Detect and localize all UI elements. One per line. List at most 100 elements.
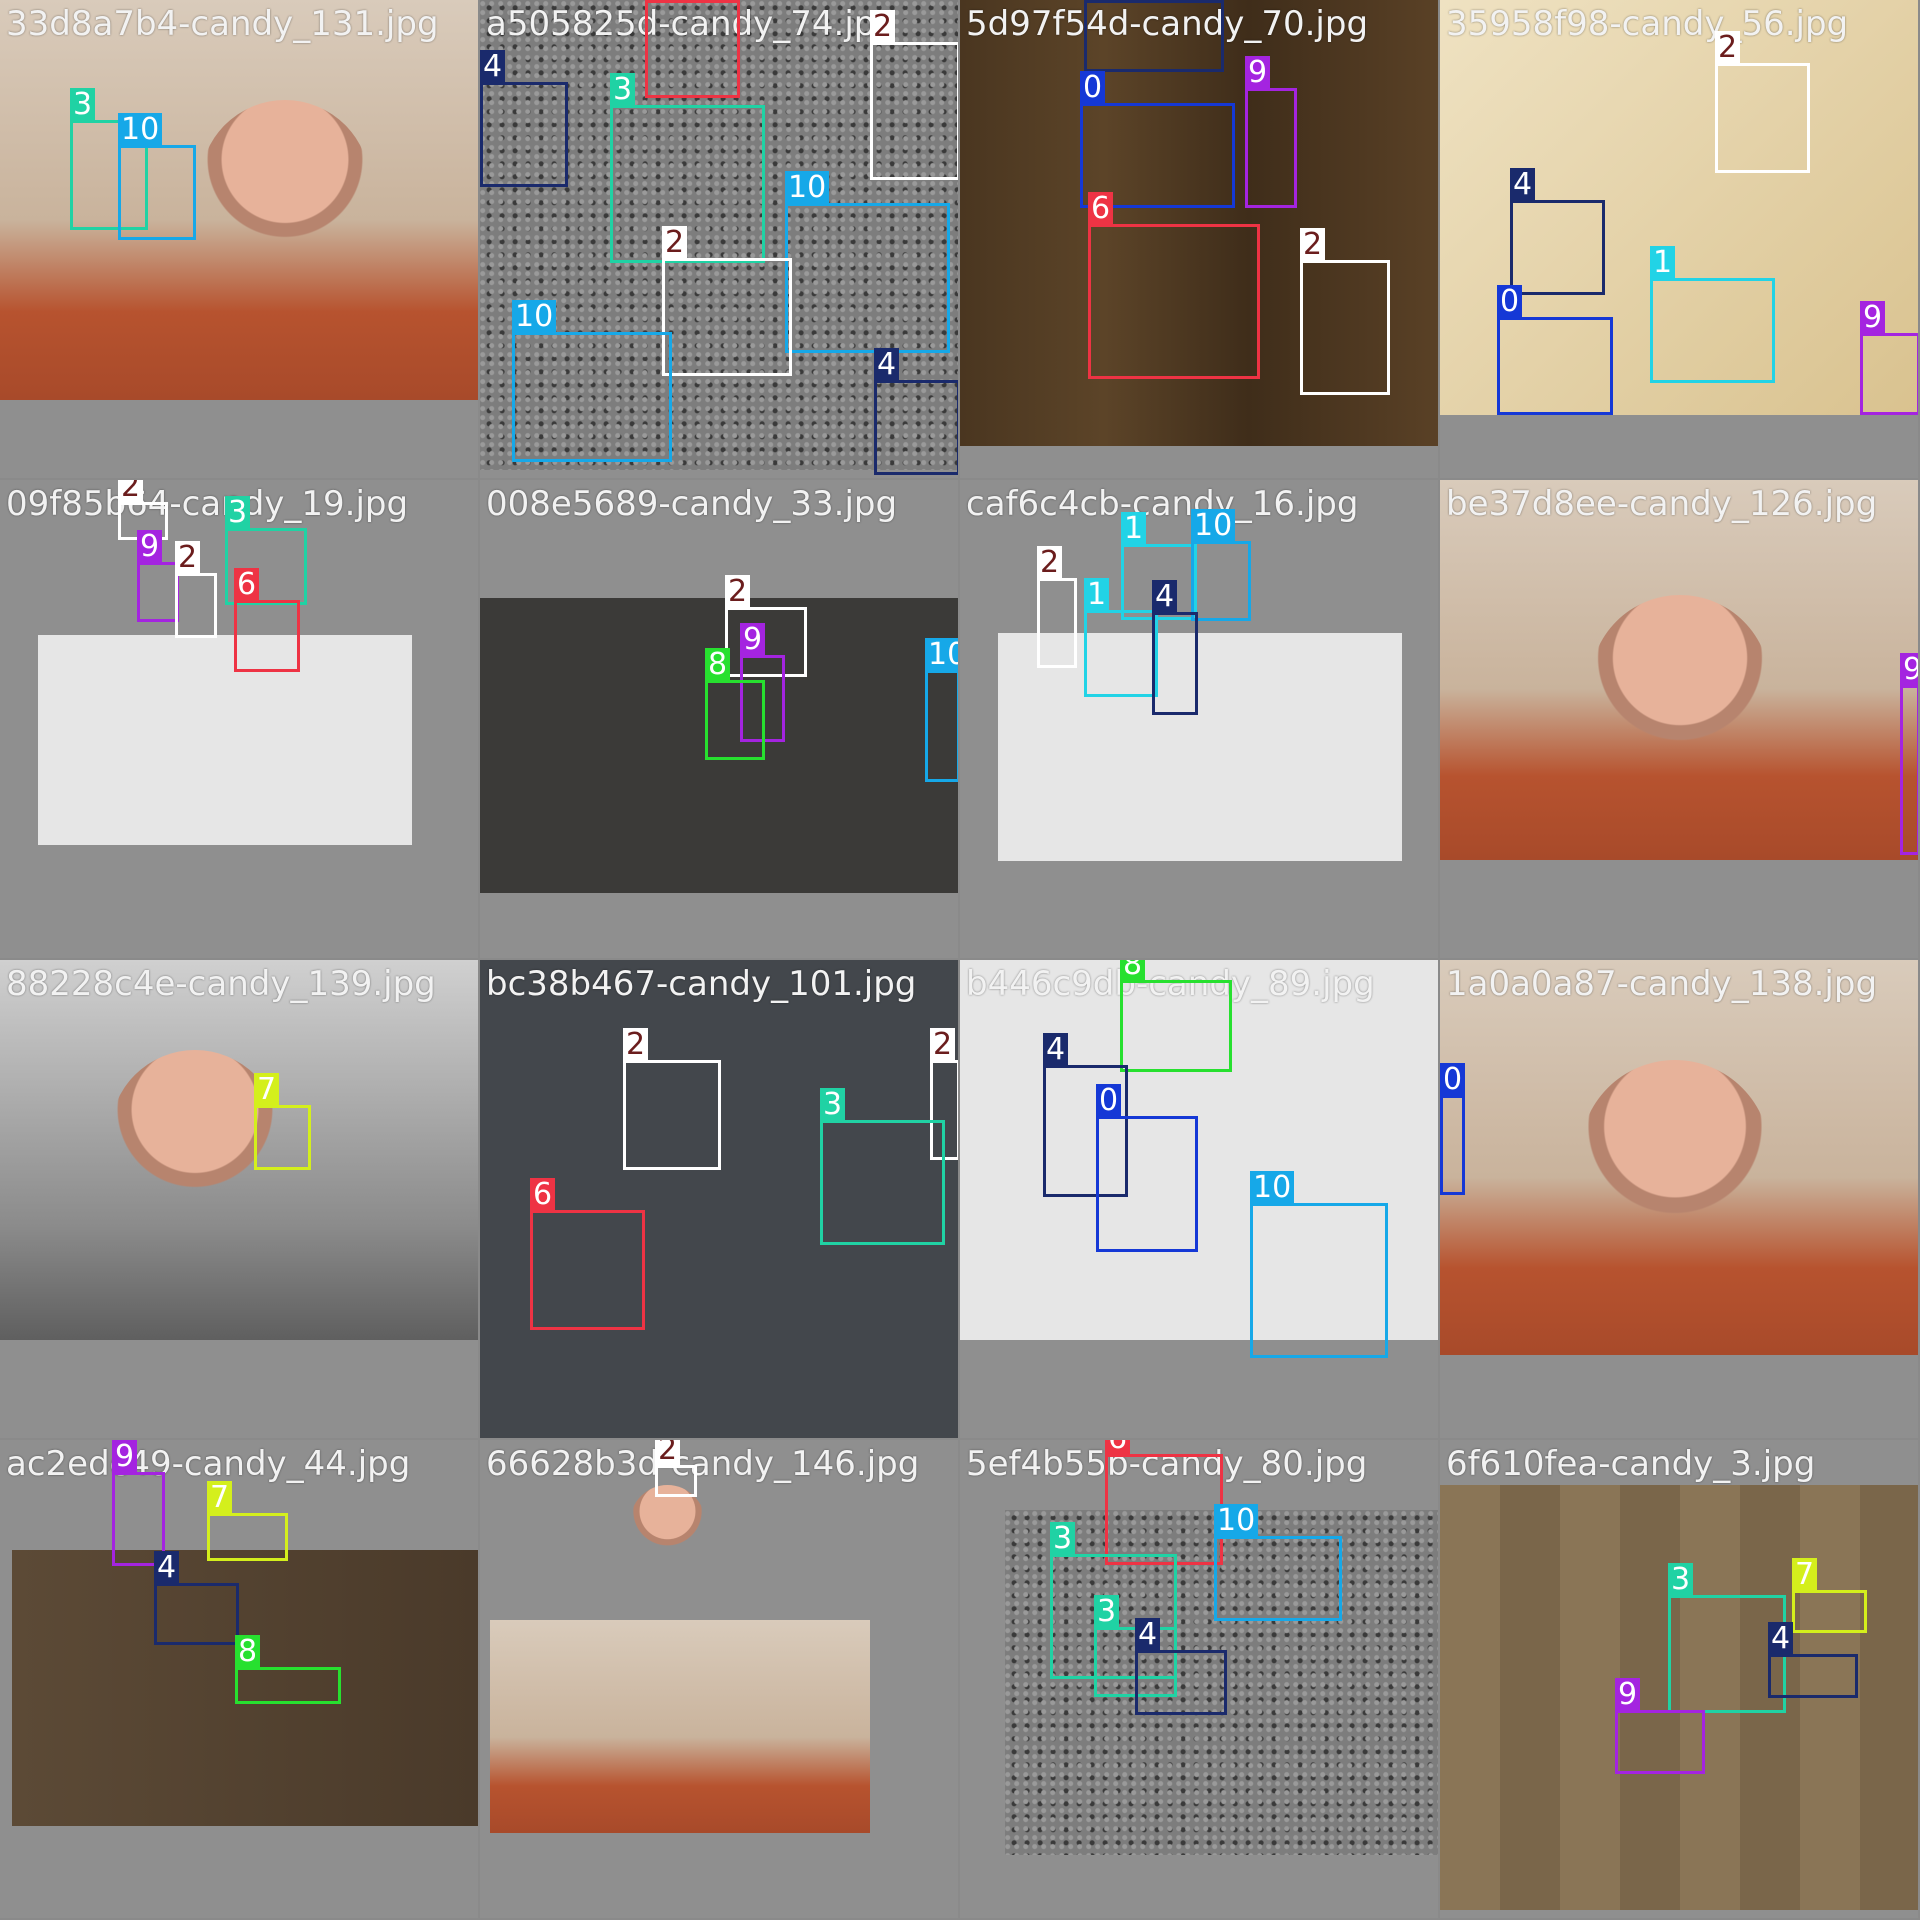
class-label: 2 [623, 1028, 649, 1061]
class-label: 8 [235, 1635, 261, 1668]
bounding-box: 2 [870, 10, 958, 180]
class-label: 6 [530, 1178, 556, 1211]
bounding-box: 2 [1300, 228, 1390, 395]
bounding-box: 10 [785, 171, 950, 353]
class-label: 9 [740, 623, 766, 656]
class-label: 2 [118, 480, 144, 503]
tile-photo [480, 0, 958, 470]
tile-filename: bc38b467-candy_101.jpg [486, 964, 917, 1004]
bounding-box: 9 [1245, 56, 1297, 208]
class-label: 10 [512, 300, 557, 333]
bounding-box: 3 [820, 1088, 945, 1245]
bounding-box: 0 [1096, 1084, 1198, 1252]
class-label: 2 [1037, 546, 1063, 579]
tile-photo [480, 598, 958, 893]
tile-filename: 66628b3d-candy_146.jpg [486, 1444, 920, 1484]
person-figure [1580, 1060, 1770, 1250]
bounding-box: 4 [1152, 580, 1198, 715]
class-label: 3 [1094, 1595, 1120, 1628]
tile-filename: 5ef4b55b-candy_80.jpg [966, 1444, 1368, 1484]
bounding-box: 1 [1650, 246, 1775, 383]
bounding-box: 1 [1084, 578, 1158, 697]
tile-filename: b446c9db-candy_89.jpg [966, 964, 1375, 1004]
tile-filename: be37d8ee-candy_126.jpg [1446, 484, 1878, 524]
tile-photo [12, 1550, 478, 1826]
class-label: 7 [254, 1073, 280, 1106]
class-label: 7 [207, 1481, 233, 1514]
bounding-box: 3 [1050, 1522, 1177, 1679]
class-label: 9 [1245, 56, 1271, 89]
image-tile: a505825d-candy_74.jpg6243102104 [480, 0, 958, 478]
bounding-box: 2 [1715, 31, 1810, 173]
bounding-box: 2 [725, 575, 807, 677]
bounding-box: 3 [225, 496, 307, 605]
class-label: 0 [1440, 1063, 1466, 1096]
class-label: 4 [1768, 1622, 1794, 1655]
class-label: 3 [1668, 1563, 1694, 1596]
tile-filename: 6f610fea-candy_3.jpg [1446, 1444, 1816, 1484]
class-label: 4 [1135, 1618, 1161, 1651]
bounding-box: 10 [512, 300, 672, 462]
class-label: 10 [925, 638, 958, 671]
class-label: 9 [137, 530, 163, 563]
bounding-box: 2 [662, 226, 792, 376]
bounding-box: 10 [1191, 509, 1251, 621]
class-label: 3 [820, 1088, 846, 1121]
tile-filename: caf6c4cb-candy_16.jpg [966, 484, 1359, 524]
class-label: 4 [480, 50, 506, 83]
class-label: 3 [225, 496, 251, 529]
bounding-box: 2 [655, 1440, 697, 1497]
class-label: 4 [1084, 0, 1110, 1]
person-figure [200, 100, 370, 270]
tile-filename: 5d97f54d-candy_70.jpg [966, 4, 1369, 44]
bounding-box: 4 [874, 348, 958, 475]
bounding-box: 4 [1510, 168, 1605, 295]
bounding-box: 10 [925, 638, 958, 782]
bounding-box: 2 [1037, 546, 1077, 668]
class-label: 0 [1497, 285, 1523, 318]
bounding-box: 4 [154, 1551, 239, 1645]
bounding-box: 10 [1214, 1504, 1342, 1621]
bounding-box: 8 [705, 648, 765, 760]
bounding-box: 4 [1084, 0, 1224, 72]
class-label: 4 [1043, 1033, 1069, 1066]
bounding-box: 7 [1792, 1558, 1867, 1633]
class-label: 9 [1860, 301, 1886, 334]
image-tile: be37d8ee-candy_126.jpg 9 [1440, 480, 1918, 958]
bounding-box: 6 [234, 568, 300, 672]
class-label: 2 [725, 575, 751, 608]
class-label: 4 [1152, 580, 1178, 613]
bounding-box: 8 [235, 1635, 341, 1704]
bounding-box: 9 [1860, 301, 1918, 415]
bounding-box: 2 [623, 1028, 721, 1170]
image-tile: 5ef4b55b-candy_80.jpg631034 [960, 1440, 1438, 1918]
class-label: 9 [112, 1440, 138, 1473]
class-label: 1 [1084, 578, 1110, 611]
class-label: 4 [874, 348, 900, 381]
bounding-box: 6 [1105, 1440, 1223, 1565]
bounding-box: 7 [254, 1073, 311, 1170]
bounding-box: 4 [1135, 1618, 1227, 1715]
bounding-box: 6 [1088, 192, 1260, 379]
class-label: 10 [1250, 1171, 1295, 1204]
bounding-box: 0 [1440, 1063, 1466, 1195]
tile-photo [960, 960, 1438, 1340]
bounding-box: 10 [118, 113, 196, 240]
class-label: 3 [70, 88, 96, 121]
bounding-box: 9 [1615, 1678, 1705, 1774]
class-label: 1 [1121, 512, 1147, 545]
bounding-box: 9 [1900, 653, 1918, 855]
class-label: 6 [234, 568, 260, 601]
class-label: 9 [1900, 653, 1918, 686]
bounding-box: 8 [1120, 960, 1232, 1072]
class-label: 3 [1050, 1522, 1076, 1555]
class-label: 2 [175, 541, 201, 574]
class-label: 2 [870, 10, 896, 43]
bounding-box: 4 [1768, 1622, 1858, 1698]
